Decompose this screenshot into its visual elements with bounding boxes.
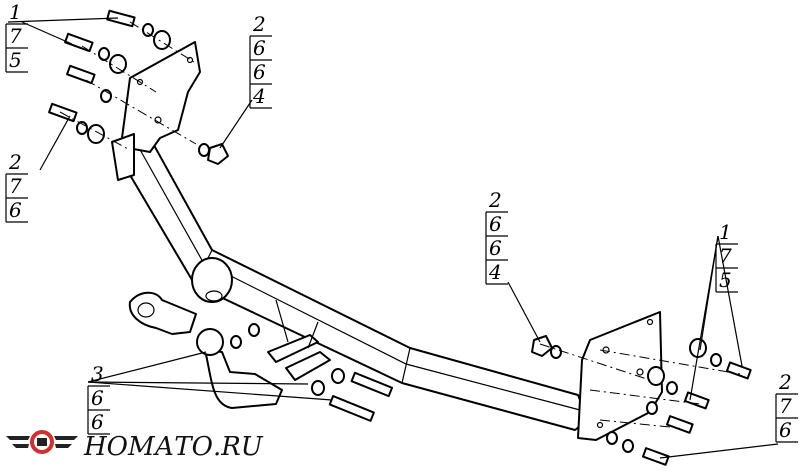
bolt-ball-lower bbox=[311, 368, 394, 422]
nut-top-center bbox=[198, 143, 229, 165]
bolt-top-1 bbox=[106, 9, 171, 50]
bolt-right-1 bbox=[689, 338, 752, 380]
callout-item-number: 1 bbox=[719, 220, 732, 244]
logo-brand-text: НОМАТО.RU bbox=[83, 432, 264, 462]
logo: НОМАТО.RU bbox=[6, 430, 264, 462]
callout-bottom-left: 366 bbox=[87, 362, 110, 435]
callout-item-number: 6 bbox=[253, 60, 266, 84]
bolt-top-2 bbox=[64, 32, 127, 74]
callout-bottom-right: 276 bbox=[775, 370, 798, 443]
callout-top-left: 175 bbox=[5, 0, 28, 73]
nut-center-right bbox=[531, 335, 562, 359]
callout-mid-left: 276 bbox=[5, 150, 28, 223]
callout-item-number: 6 bbox=[253, 36, 266, 60]
callout-item-number: 2 bbox=[252, 12, 266, 36]
callout-item-number: 7 bbox=[779, 394, 792, 418]
ball-cap bbox=[191, 257, 233, 303]
right-mounting-bracket bbox=[577, 311, 663, 441]
callout-item-number: 4 bbox=[252, 84, 266, 108]
callout-item-number: 2 bbox=[488, 188, 502, 212]
callout-item-number: 5 bbox=[9, 48, 22, 72]
callout-item-number: 6 bbox=[779, 418, 792, 442]
callout-item-number: 7 bbox=[719, 244, 732, 268]
callout-item-number: 6 bbox=[91, 410, 104, 434]
left-mounting-bracket bbox=[111, 41, 201, 181]
crossbar-beam bbox=[119, 137, 589, 431]
bolt-left-mid bbox=[48, 102, 105, 144]
socket-bracket bbox=[128, 291, 197, 335]
callout-item-number: 6 bbox=[489, 212, 502, 236]
callout-item-number: 6 bbox=[489, 236, 502, 260]
tow-ball-neck bbox=[196, 299, 331, 409]
wings-logo-icon bbox=[6, 430, 78, 454]
bolt-socket-1 bbox=[230, 323, 260, 349]
bolt-top-3 bbox=[66, 64, 112, 103]
bolt-right-3 bbox=[646, 401, 694, 434]
callout-item-number: 2 bbox=[8, 150, 22, 174]
bolt-right-4 bbox=[606, 431, 670, 466]
callout-item-number: 4 bbox=[488, 260, 502, 284]
callout-item-number: 5 bbox=[719, 268, 732, 292]
callout-right: 175 bbox=[715, 220, 738, 293]
callout-item-number: 6 bbox=[91, 386, 104, 410]
leader-lines bbox=[7, 17, 779, 459]
assembly-axis-lines bbox=[59, 21, 741, 429]
callout-item-number: 7 bbox=[9, 174, 22, 198]
callout-item-number: 1 bbox=[9, 0, 22, 24]
callout-item-number: 2 bbox=[778, 370, 792, 394]
bolt-right-2 bbox=[647, 366, 710, 410]
callout-item-number: 6 bbox=[9, 198, 22, 222]
callout-item-number: 7 bbox=[9, 24, 22, 48]
